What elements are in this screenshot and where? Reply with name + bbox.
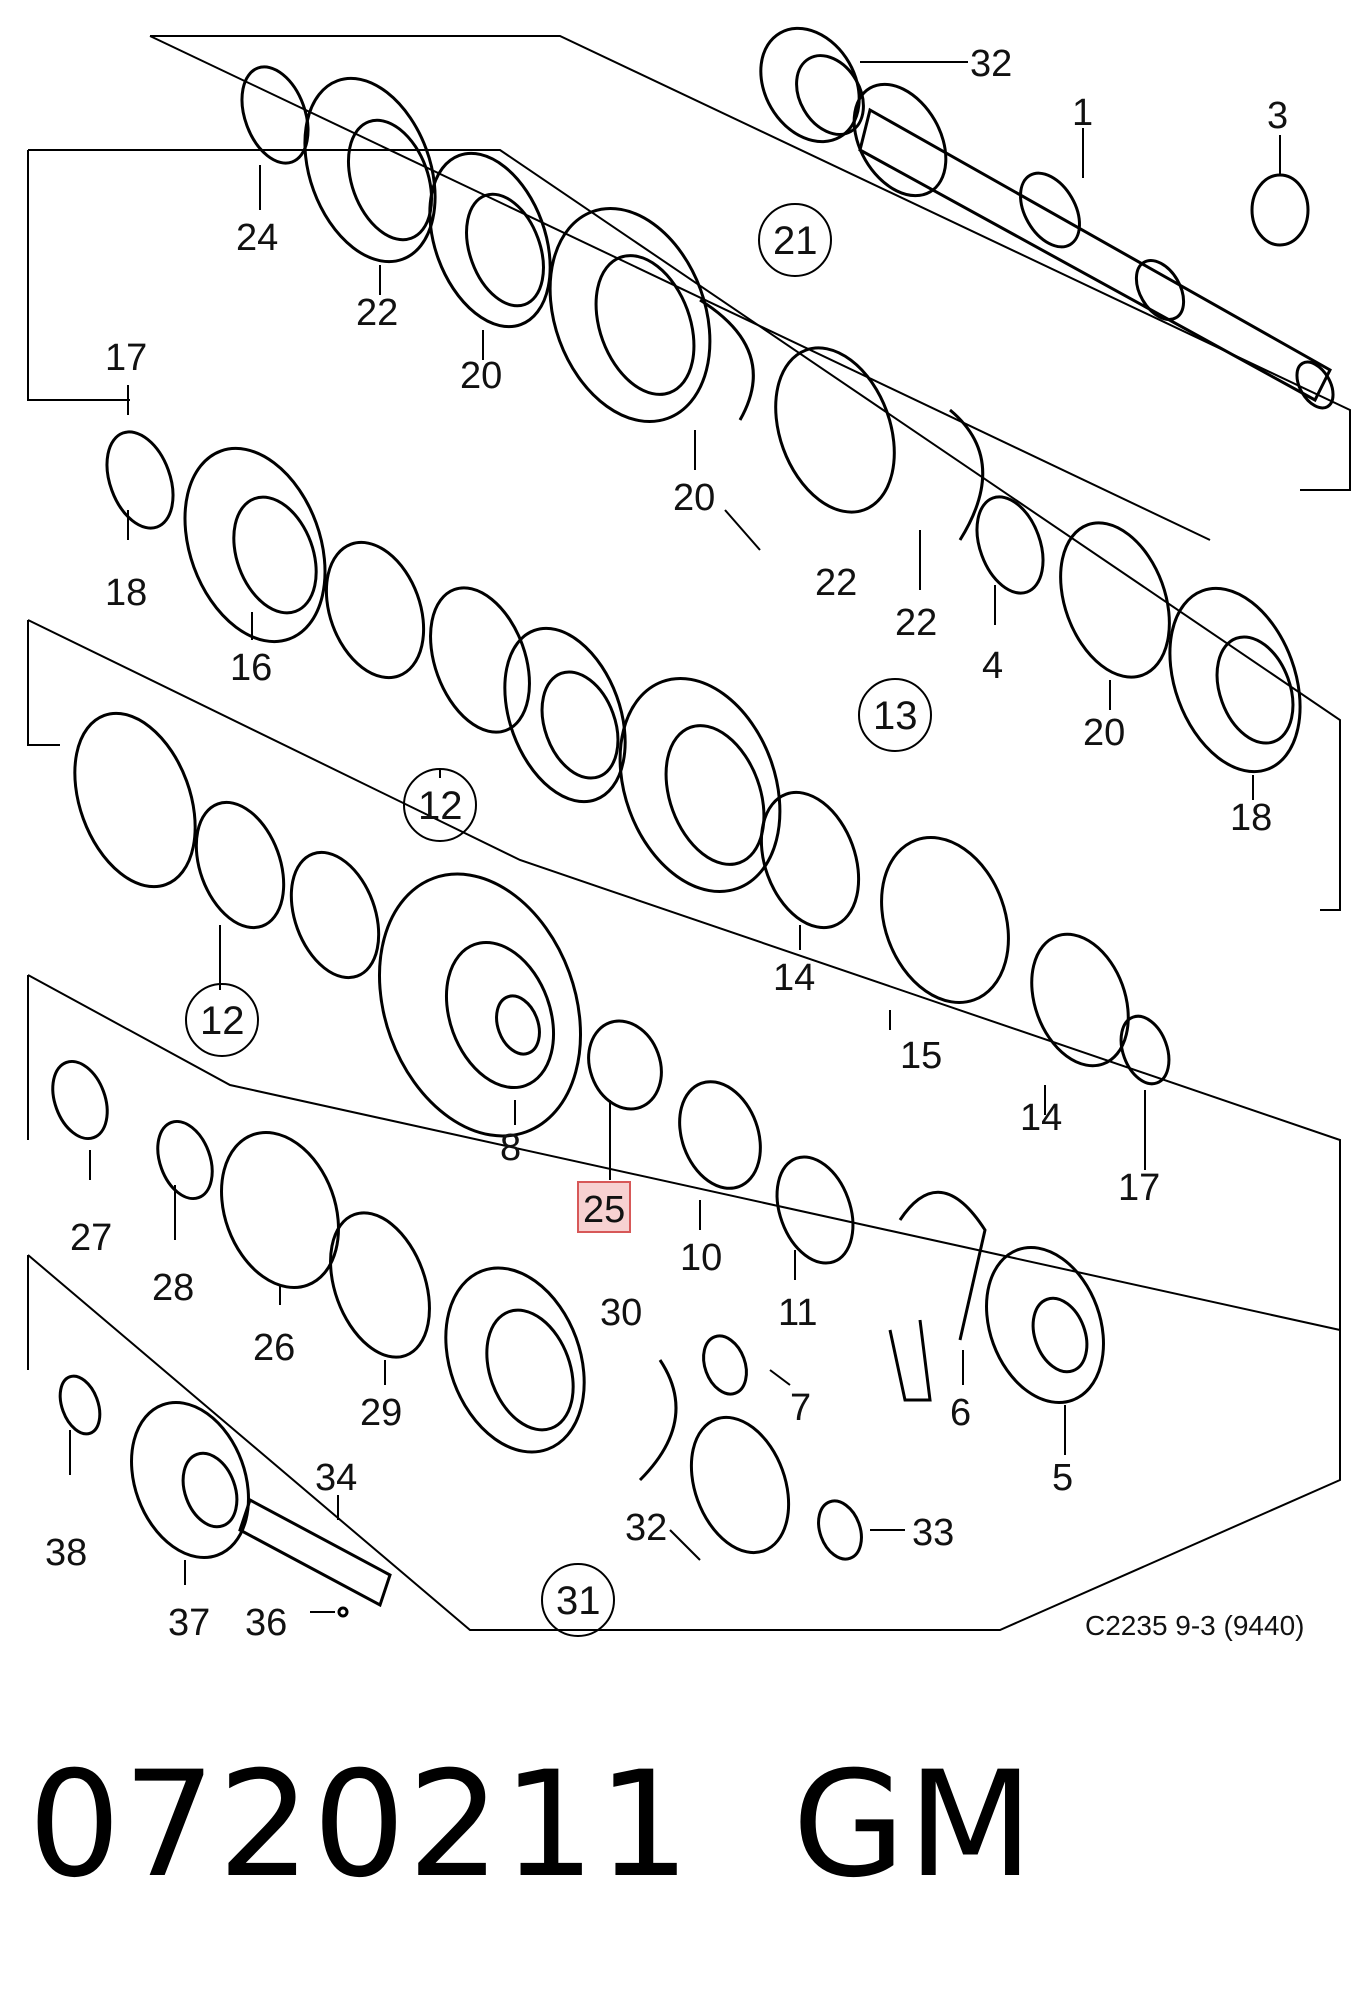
callout-15: 15 — [900, 1035, 942, 1077]
callout-labels: 32 1 3 24 22 20 20 22 22 4 20 18 17 18 1… — [45, 43, 1288, 1644]
callout-14: 14 — [773, 957, 815, 999]
callout-6: 6 — [950, 1392, 971, 1434]
callout-1: 1 — [1072, 92, 1093, 134]
callout-22: 20 — [673, 477, 715, 519]
callout-38: 38 — [45, 1532, 87, 1574]
row1-parts — [240, 65, 1310, 774]
callout-18b: 18 — [105, 572, 147, 614]
callout-36: 36 — [245, 1602, 287, 1644]
callout-7: 7 — [790, 1387, 811, 1429]
callout-30: 29 — [360, 1392, 402, 1434]
callout-37: 37 — [168, 1602, 210, 1644]
circled-21: 21 — [773, 219, 818, 263]
row5-parts — [58, 1374, 392, 1618]
figure-reference: C2235 9-3 (9440) — [1085, 1610, 1304, 1641]
callout-23: 22 — [815, 562, 857, 604]
callout-28: 27 — [70, 1217, 112, 1259]
circled-31: 31 — [556, 1579, 601, 1623]
callout-5: 5 — [1052, 1457, 1073, 1499]
callout-8: 8 — [500, 1127, 521, 1169]
callout-20: 20 — [460, 355, 502, 397]
circled-callouts — [185, 203, 932, 1637]
callout-9: 32 — [970, 43, 1012, 85]
callout-16: 16 — [230, 647, 272, 689]
circled-callout-labels: 21 12 13 12 31 — [200, 219, 918, 1623]
circled-12: 12 — [418, 784, 463, 828]
group-outlines — [27, 35, 1351, 1631]
callout-27: 26 — [253, 1327, 295, 1369]
callout-18: 17 — [105, 337, 147, 379]
callout-29: 28 — [152, 1267, 194, 1309]
brand: GM — [792, 1740, 1036, 1910]
callout-24: 22 — [356, 292, 398, 334]
circled-12b: 12 — [200, 999, 245, 1043]
circled-13: 13 — [873, 694, 918, 738]
callout-26: 24 — [236, 217, 278, 259]
callout-19: 18 — [1230, 797, 1272, 839]
row2-parts — [105, 430, 1171, 1086]
callout-32: 30 — [600, 1292, 642, 1334]
mainshaft — [759, 26, 1335, 410]
row3-parts — [73, 711, 1105, 1404]
callout-35: 34 — [315, 1457, 357, 1499]
callout-25: 25 — [583, 1189, 625, 1231]
callout-4: 4 — [982, 645, 1003, 687]
callout-11: 11 — [778, 1292, 817, 1334]
row4-parts — [51, 1059, 863, 1561]
callout-20b: 20 — [1083, 712, 1125, 754]
callout-17: 17 — [1118, 1167, 1160, 1209]
callout-33: 32 — [625, 1507, 667, 1549]
callout-34: 33 — [912, 1512, 954, 1554]
callout-3: 3 — [1267, 95, 1288, 137]
callout-10: 10 — [680, 1237, 722, 1279]
highlight-box-25 — [577, 1181, 631, 1233]
leader-lines — [69, 61, 1281, 1613]
callout-14b: 14 — [1020, 1097, 1062, 1139]
part-number: 0720211 — [28, 1740, 693, 1910]
callout-22b: 22 — [895, 602, 937, 644]
part-number-caption: 0720211 GM — [28, 1740, 1035, 1910]
